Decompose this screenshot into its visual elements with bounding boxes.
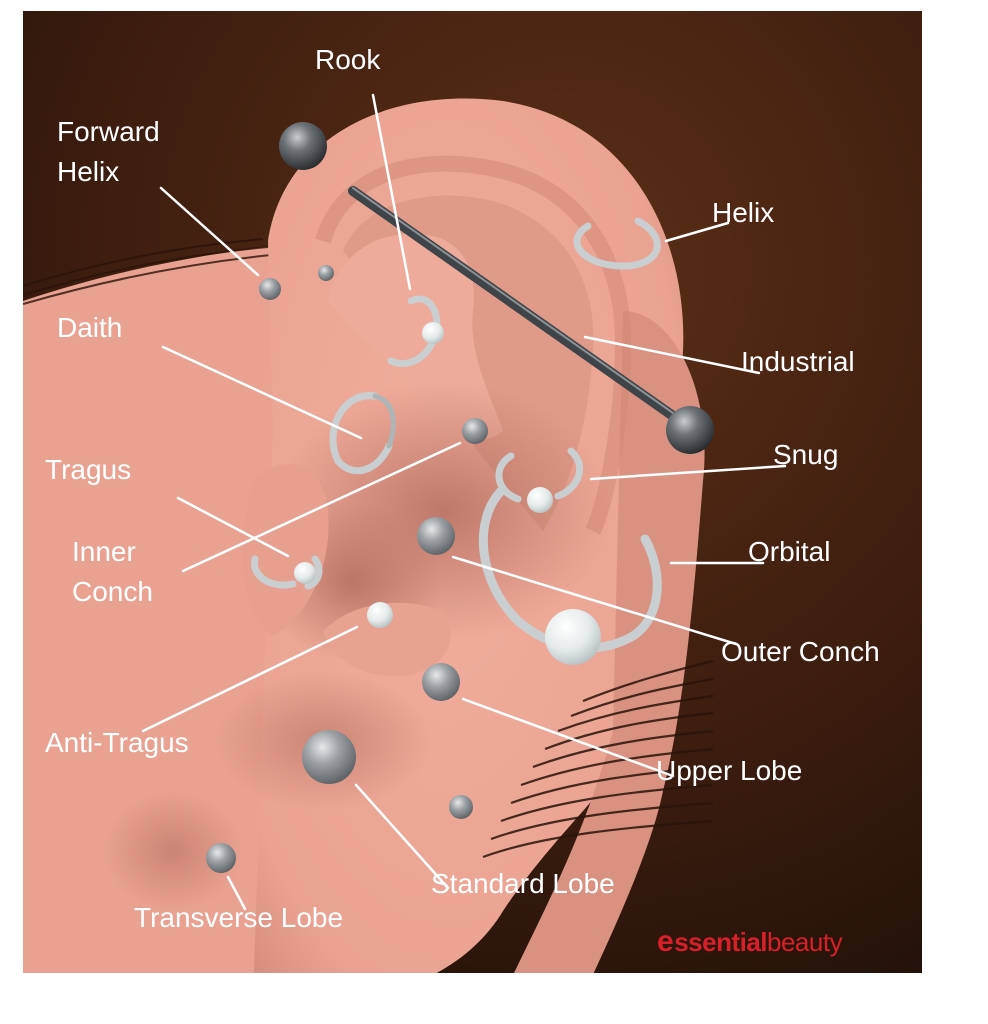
industrial-bar-shine — [352, 187, 684, 421]
label-inner-conch-line1: Inner — [72, 536, 136, 567]
forward-helix-ball-top — [279, 122, 327, 170]
leader-standard-lobe — [354, 783, 450, 890]
ear-diagram: Rook Forward Helix Helix Daith Industria… — [23, 11, 922, 973]
label-rook: Rook — [315, 44, 381, 75]
daith-ring — [329, 392, 393, 475]
label-daith: Daith — [57, 312, 123, 343]
upper-lobe-stud — [422, 663, 460, 701]
label-industrial: Industrial — [741, 346, 855, 377]
helix-rim — [315, 155, 632, 535]
leader-inner-conch — [181, 441, 462, 573]
leader-helix — [664, 221, 730, 243]
label-tragus: Tragus — [45, 454, 132, 485]
tragus — [241, 464, 329, 636]
leader-rook — [371, 93, 412, 291]
label-transverse-lobe: Transverse Lobe — [134, 902, 344, 933]
inner-conch-stud — [462, 418, 488, 444]
label-forward-helix-line1: Forward — [57, 116, 160, 147]
helix-ring — [573, 217, 661, 270]
rook-ball — [422, 322, 444, 344]
leader-industrial — [583, 335, 761, 375]
leader-outer-conch — [451, 555, 738, 646]
label-orbital: Orbital — [748, 536, 831, 567]
lobe-bottom-shadow — [103, 791, 243, 911]
logo-word-light: beauty — [767, 926, 843, 957]
logo-e-mark: e — [657, 925, 674, 958]
tragus-ball — [294, 562, 316, 584]
forward-helix-stud-1 — [259, 278, 281, 300]
label-anti-tragus: Anti-Tragus — [45, 727, 189, 758]
transverse-lobe-stud — [206, 843, 236, 873]
label-outer-conch: Outer Conch — [721, 636, 880, 667]
leader-upper-lobe — [461, 697, 675, 778]
snug-ring — [495, 447, 584, 503]
label-snug: Snug — [773, 439, 839, 470]
leader-snug — [589, 464, 787, 481]
anti-tragus-ball — [367, 602, 393, 628]
logo-word-bold: ssential — [674, 926, 768, 957]
ear-illustration — [23, 11, 922, 973]
label-upper-lobe: Upper Lobe — [656, 755, 803, 786]
leader-tragus — [176, 496, 290, 558]
standard-lobe-stud — [302, 730, 356, 784]
leader-forward-helix — [159, 186, 260, 277]
label-inner-conch-line2: Conch — [72, 576, 153, 607]
label-forward-helix-line2: Helix — [57, 156, 120, 187]
hair-strands-right — [482, 659, 714, 859]
industrial-ball — [666, 406, 714, 454]
tragus-ring — [251, 555, 323, 590]
lower-lobe-stud — [449, 795, 473, 819]
leader-transverse-lobe — [226, 875, 247, 911]
snug-ball — [527, 487, 553, 513]
label-standard-lobe: Standard Lobe — [431, 868, 615, 899]
orbital-ball — [545, 609, 601, 665]
daith-ring-inner — [372, 393, 396, 449]
forward-helix-stud-2 — [318, 265, 334, 281]
leader-daith — [161, 345, 363, 440]
antitragus — [323, 602, 451, 677]
label-helix: Helix — [712, 197, 775, 228]
outer-conch-stud — [417, 517, 455, 555]
industrial-bar — [348, 186, 688, 428]
leader-anti-tragus — [141, 625, 359, 733]
